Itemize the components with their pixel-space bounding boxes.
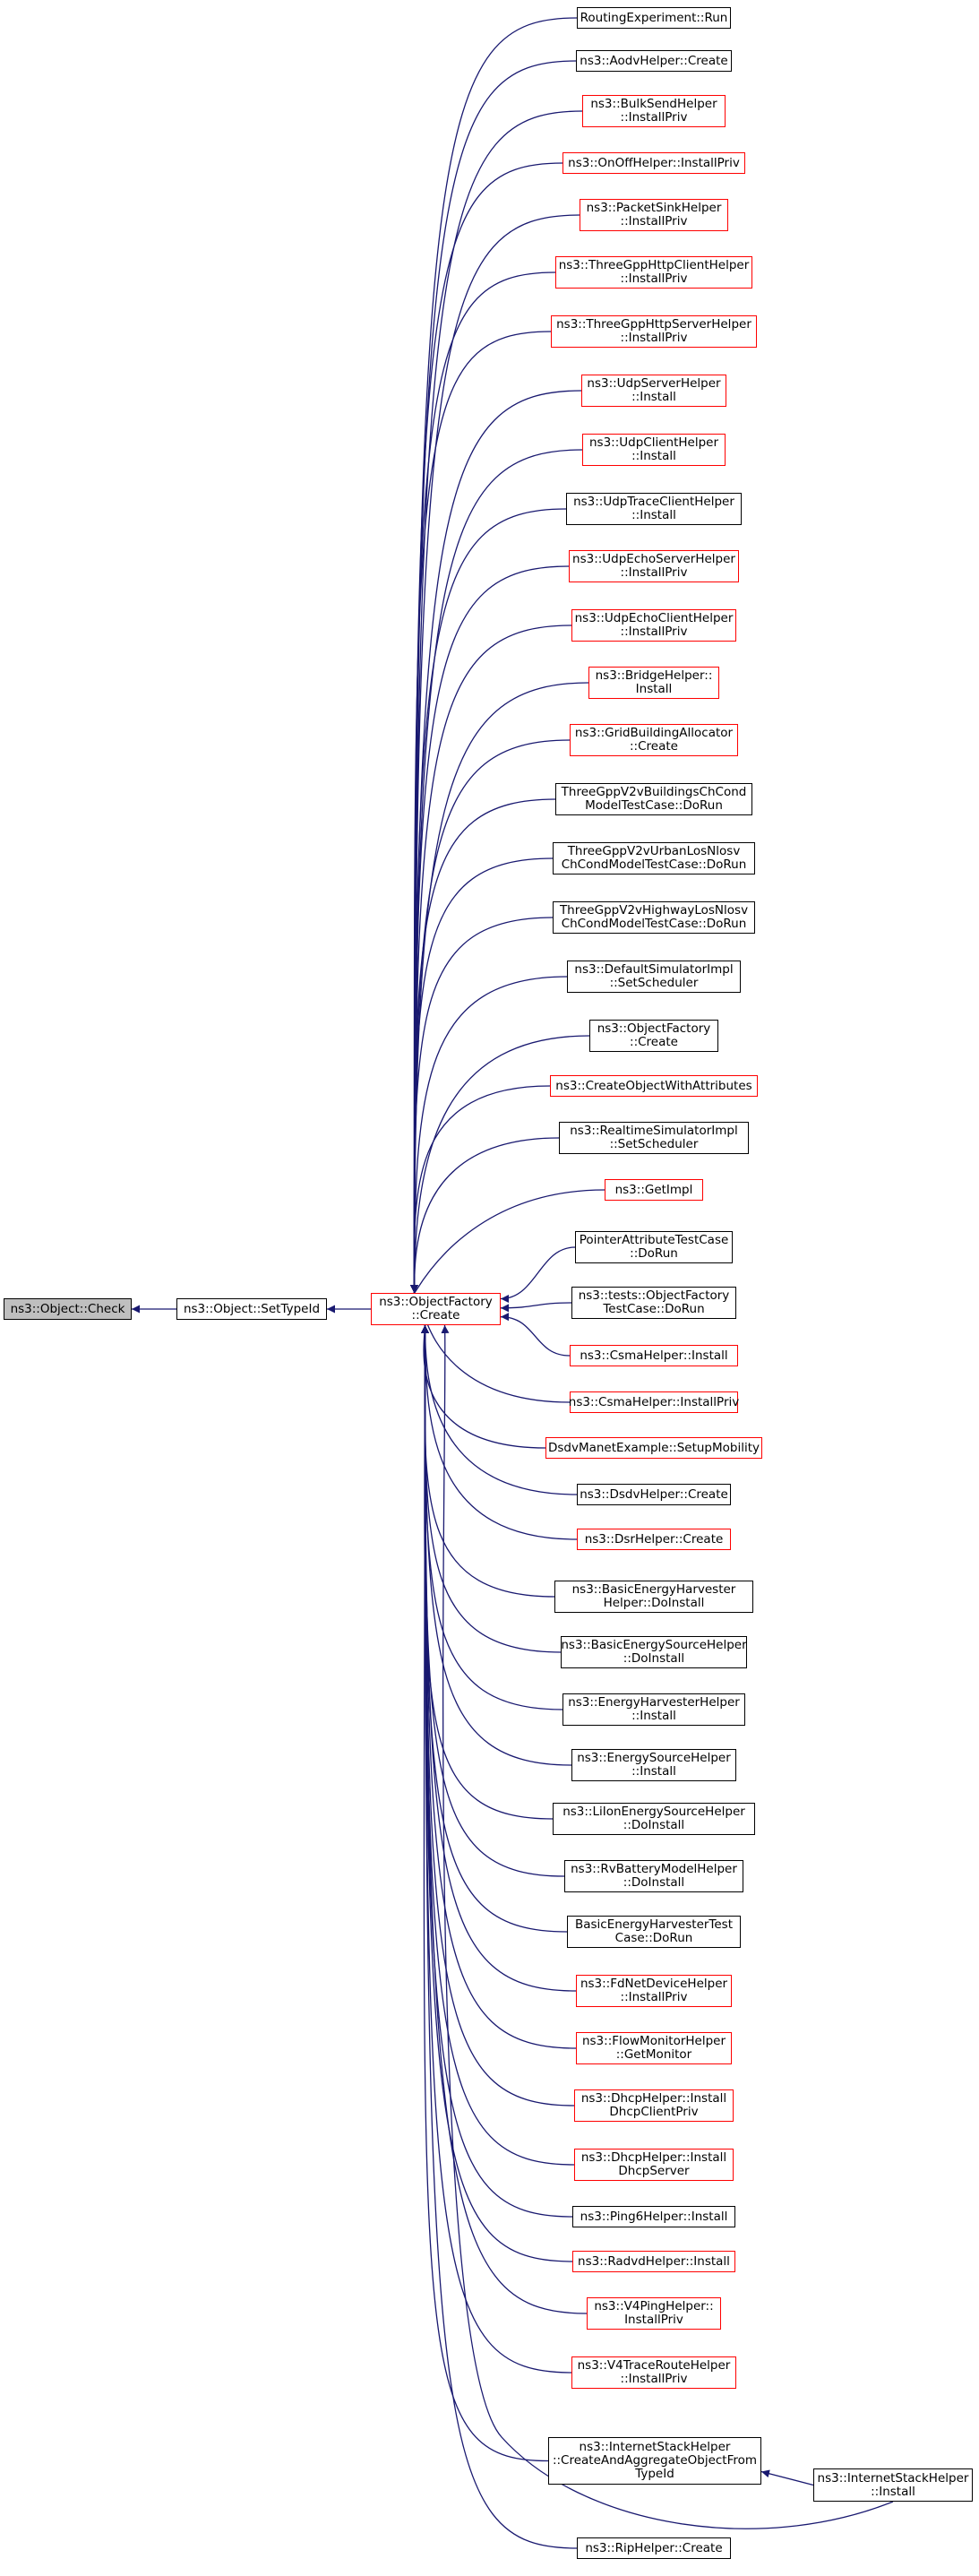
graph-node-c6[interactable]: ns3::ThreeGppHttpServerHelper ::InstallP… [551, 315, 757, 348]
graph-node-c14[interactable]: ThreeGppV2vBuildingsChCond ModelTestCase… [555, 783, 752, 815]
graph-node-c13[interactable]: ns3::GridBuildingAllocator ::Create [570, 724, 738, 756]
edge-c36-to-of-create [421, 1324, 577, 1992]
graph-node-c33[interactable]: ns3::LiIonEnergySourceHelper ::DoInstall [553, 1803, 755, 1835]
edge-c10-to-of-create [410, 565, 570, 1294]
edge-c40-to-of-create [421, 1324, 573, 2218]
edge-c0-to-of-create [410, 17, 578, 1294]
graph-node-c22[interactable]: PointerAttributeTestCase ::DoRun [575, 1231, 733, 1263]
edge-c28-to-of-create [421, 1324, 578, 1540]
graph-node-c12[interactable]: ns3::BridgeHelper:: Install [588, 667, 719, 699]
edge-c11-to-of-create [410, 625, 572, 1294]
edge-c34-to-of-create [420, 1324, 565, 1877]
edge-c6-to-of-create [409, 331, 552, 1294]
edge-c14-to-of-create [409, 798, 556, 1294]
graph-node-c7[interactable]: ns3::UdpServerHelper ::Install [581, 375, 726, 407]
graph-node-c18[interactable]: ns3::ObjectFactory ::Create [589, 1020, 718, 1052]
graph-node-c20[interactable]: ns3::RealtimeSimulatorImpl ::SetSchedule… [559, 1122, 749, 1154]
graph-node-c45[interactable]: ns3::RipHelper::Create [577, 2537, 731, 2559]
edge-c27-to-of-create [421, 1324, 578, 1495]
graph-node-c19[interactable]: ns3::CreateObjectWithAttributes [550, 1075, 758, 1097]
graph-node-c27[interactable]: ns3::DsdvHelper::Create [577, 1484, 731, 1505]
edge-c23-to-of-create [500, 1302, 572, 1313]
graph-node-ish-install[interactable]: ns3::InternetStackHelper ::Install [813, 2468, 973, 2502]
graph-node-c1[interactable]: ns3::AodvHelper::Create [576, 50, 732, 72]
graph-node-c31[interactable]: ns3::EnergyHarvesterHelper ::Install [562, 1693, 745, 1726]
graph-node-c21[interactable]: ns3::GetImpl [605, 1179, 703, 1201]
graph-node-c5[interactable]: ns3::ThreeGppHttpClientHelper ::InstallP… [555, 256, 752, 289]
graph-node-c24[interactable]: ns3::CsmaHelper::Install [570, 1345, 738, 1366]
graph-node-c43[interactable]: ns3::V4TraceRouteHelper ::InstallPriv [571, 2356, 736, 2389]
graph-node-root[interactable]: ns3::Object::Check [4, 1298, 132, 1320]
graph-node-c15[interactable]: ThreeGppV2vUrbanLosNlosv ChCondModelTest… [553, 842, 755, 874]
graph-node-c0[interactable]: RoutingExperiment::Run [577, 7, 731, 29]
graph-node-c8[interactable]: ns3::UdpClientHelper ::Install [582, 434, 726, 466]
edge-c21-to-of-create [410, 1189, 605, 1302]
graph-node-c9[interactable]: ns3::UdpTraceClientHelper ::Install [566, 493, 742, 525]
graph-node-c2[interactable]: ns3::BulkSendHelper ::InstallPriv [582, 95, 726, 127]
graph-node-of-create[interactable]: ns3::ObjectFactory ::Create [371, 1293, 501, 1325]
graph-node-c17[interactable]: ns3::DefaultSimulatorImpl ::SetScheduler [567, 961, 741, 993]
edge-c4-to-of-create [410, 214, 580, 1294]
edge-c17-to-of-create [410, 976, 568, 1294]
edge-ish-install-to-c44 [760, 2469, 814, 2486]
edge-c22-to-of-create [500, 1246, 576, 1303]
graph-node-c16[interactable]: ThreeGppV2vHighwayLosNlosv ChCondModelTe… [553, 901, 755, 934]
edge-c42-to-of-create [421, 1324, 588, 2314]
graph-node-c35[interactable]: BasicEnergyHarvesterTest Case::DoRun [567, 1916, 741, 1948]
graph-node-c30[interactable]: ns3::BasicEnergySourceHelper ::DoInstall [561, 1636, 747, 1668]
graph-node-c40[interactable]: ns3::Ping6Helper::Install [572, 2206, 735, 2227]
graph-node-c28[interactable]: ns3::DsrHelper::Create [577, 1529, 731, 1550]
edge-c26-to-of-create [420, 1324, 546, 1449]
edge-c25-to-of-create [421, 1316, 571, 1403]
graph-node-c32[interactable]: ns3::EnergySourceHelper ::Install [571, 1749, 736, 1781]
graph-node-c44[interactable]: ns3::InternetStackHelper ::CreateAndAggr… [548, 2437, 761, 2485]
edge-c45-to-of-create [421, 1324, 578, 2549]
edge-c24-to-of-create [500, 1313, 571, 1357]
graph-node-c39[interactable]: ns3::DhcpHelper::Install DhcpServer [574, 2149, 734, 2181]
edge-c18-to-of-create [410, 1035, 590, 1294]
edge-c15-to-of-create [409, 857, 554, 1294]
edge-c3-to-of-create [410, 162, 563, 1294]
edge-c16-to-of-create [409, 917, 554, 1294]
graph-node-c29[interactable]: ns3::BasicEnergyHarvester Helper::DoInst… [554, 1581, 753, 1613]
edge-ish-install-to-of-create [441, 1324, 894, 2529]
graph-node-c34[interactable]: ns3::RvBatteryModelHelper ::DoInstall [564, 1860, 743, 1892]
graph-node-c3[interactable]: ns3::OnOffHelper::InstallPriv [562, 152, 745, 174]
edge-c19-to-of-create [409, 1085, 551, 1294]
graph-node-c26[interactable]: DsdvManetExample::SetupMobility [545, 1437, 762, 1459]
graph-node-c37[interactable]: ns3::FlowMonitorHelper ::GetMonitor [576, 2032, 732, 2064]
graph-node-c36[interactable]: ns3::FdNetDeviceHelper ::InstallPriv [576, 1975, 732, 2007]
graph-node-c38[interactable]: ns3::DhcpHelper::Install DhcpClientPriv [574, 2089, 734, 2122]
graph-node-c10[interactable]: ns3::UdpEchoServerHelper ::InstallPriv [569, 550, 739, 582]
edge-c5-to-of-create [409, 271, 556, 1294]
graph-node-c41[interactable]: ns3::RadvdHelper::Install [572, 2251, 735, 2272]
graph-node-c11[interactable]: ns3::UdpEchoClientHelper ::InstallPriv [571, 609, 736, 642]
graph-node-c42[interactable]: ns3::V4PingHelper:: InstallPriv [587, 2297, 721, 2330]
edge-c13-to-of-create [410, 739, 571, 1294]
graph-node-c25[interactable]: ns3::CsmaHelper::InstallPriv [569, 1391, 739, 1413]
graph-node-c23[interactable]: ns3::tests::ObjectFactory TestCase::DoRu… [571, 1287, 736, 1319]
graph-node-settypeid[interactable]: ns3::Object::SetTypeId [176, 1298, 327, 1320]
edge-c20-to-of-create [410, 1137, 560, 1294]
edge-c44-to-of-create [420, 1324, 549, 2462]
graph-node-c4[interactable]: ns3::PacketSinkHelper ::InstallPriv [580, 199, 728, 231]
